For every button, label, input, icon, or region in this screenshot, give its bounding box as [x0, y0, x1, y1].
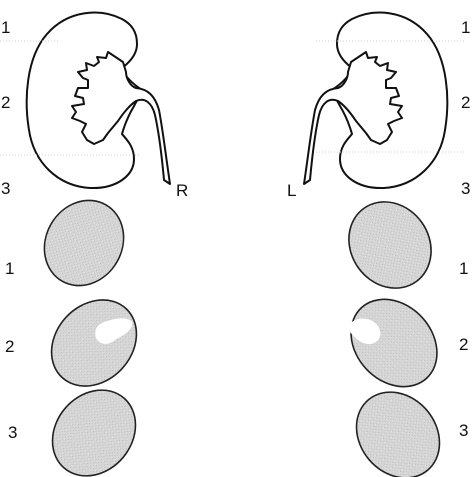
right-section-label-1: 1 [5, 259, 14, 278]
left-section-2 [333, 282, 454, 404]
left-side-label: L [287, 181, 296, 200]
right-section-3 [35, 373, 152, 477]
left-section-label-3: 3 [459, 421, 468, 440]
left-section-3 [339, 375, 456, 477]
right-zone-label-1: 1 [1, 18, 10, 37]
left-section-label-1: 1 [459, 259, 468, 278]
right-kidney: 1 2 3 R [0, 13, 188, 200]
right-section-label-2: 2 [5, 337, 14, 356]
right-side-label: R [176, 181, 188, 200]
right-zone-label-3: 3 [1, 179, 10, 198]
left-zone-label-1: 1 [461, 18, 470, 37]
right-kidney-outline [27, 13, 170, 188]
right-section-label-3: 3 [8, 423, 17, 442]
left-kidney [304, 13, 464, 188]
left-zone-label-3: 3 [461, 179, 470, 198]
right-sections: 1 2 3 [5, 186, 154, 477]
left-kidney-outline [304, 13, 447, 188]
left-section-label-2: 2 [459, 335, 468, 354]
left-zone-label-2: 2 [461, 93, 470, 112]
right-section-2 [34, 283, 154, 404]
left-section-1 [332, 186, 448, 304]
right-zone-label-2: 2 [1, 93, 10, 112]
left-sections: 1 2 3 [332, 186, 468, 477]
right-section-1 [29, 186, 139, 300]
